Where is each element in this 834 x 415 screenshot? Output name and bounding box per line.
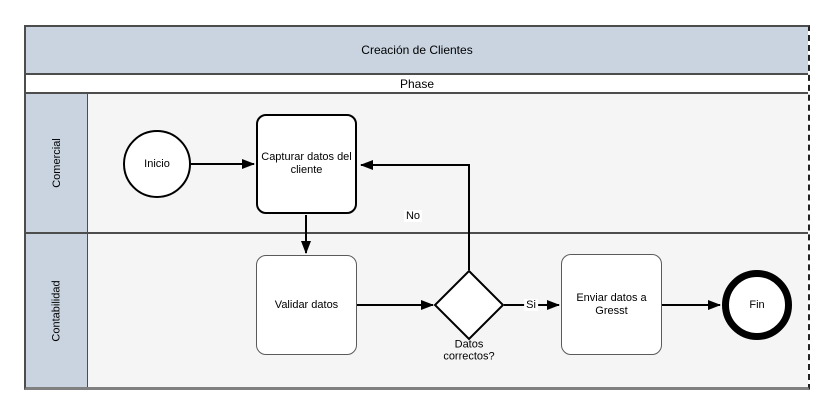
- lane-label-comercial: Comercial: [26, 94, 88, 232]
- pool-creacion-de-clientes: Creación de Clientes Phase Comercial Con…: [24, 25, 810, 390]
- lane-label-contabilidad: Contabilidad: [26, 234, 88, 387]
- lane-comercial: Comercial: [26, 94, 808, 234]
- lane-comercial-text: Comercial: [50, 138, 63, 188]
- phase-label: Phase: [399, 76, 435, 91]
- lane-contabilidad-body: [88, 234, 808, 387]
- phase-header: Phase: [26, 75, 808, 94]
- lane-contabilidad-text: Contabilidad: [50, 279, 63, 342]
- lane-contabilidad: Contabilidad: [26, 234, 808, 387]
- lane-comercial-body: [88, 94, 808, 232]
- pool-title-text: Creación de Clientes: [361, 43, 473, 57]
- pool-title: Creación de Clientes: [26, 27, 808, 75]
